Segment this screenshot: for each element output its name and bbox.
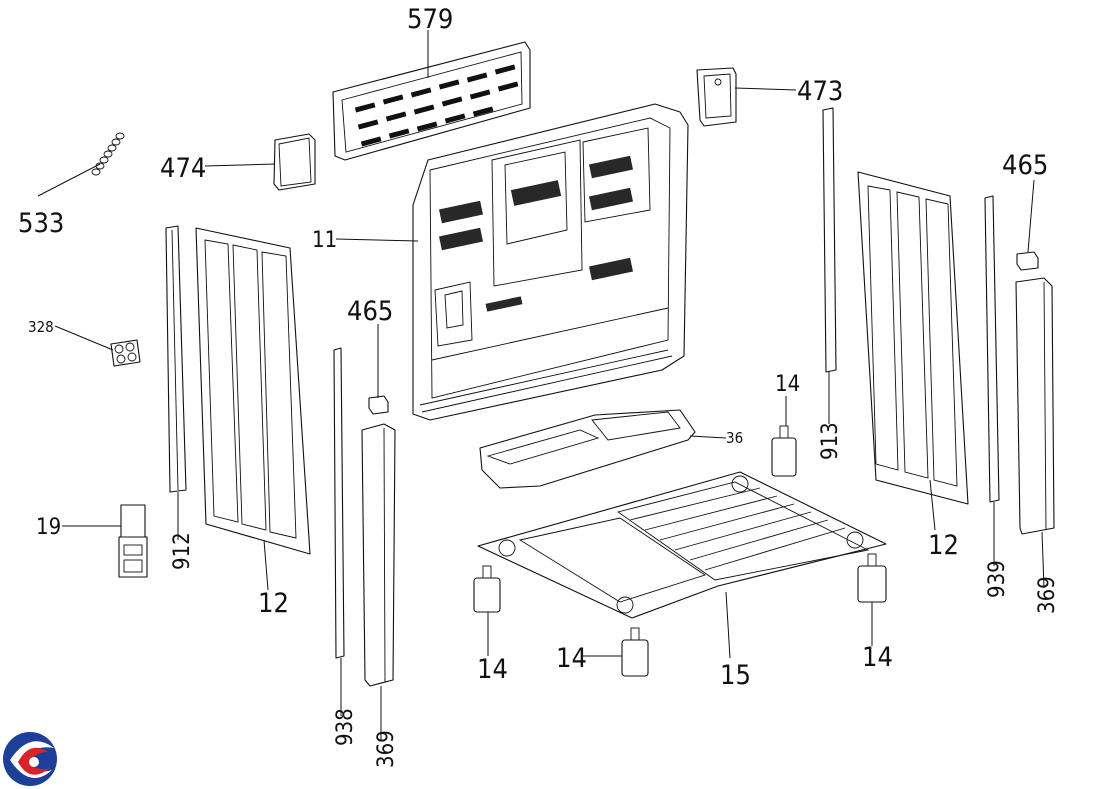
label-533: 533 bbox=[18, 208, 64, 239]
part-938-rail bbox=[333, 347, 345, 659]
part-474-cover-box bbox=[273, 133, 316, 191]
label-369-right: 369 bbox=[1035, 576, 1060, 614]
label-939: 939 bbox=[985, 560, 1010, 598]
part-912-rail bbox=[165, 225, 187, 493]
part-369-profile-mid bbox=[361, 423, 396, 687]
part-328-plate bbox=[110, 339, 141, 367]
label-11: 11 bbox=[312, 228, 337, 253]
part-14-foot-b bbox=[473, 565, 501, 613]
part-36-base-block bbox=[479, 409, 696, 489]
label-12-right: 12 bbox=[928, 530, 959, 561]
part-19-connector bbox=[118, 504, 148, 578]
part-11-back-panel bbox=[412, 103, 689, 421]
label-36: 36 bbox=[726, 429, 743, 447]
label-14-c: 14 bbox=[556, 643, 587, 674]
label-938: 938 bbox=[333, 708, 358, 746]
part-12-side-panel-left bbox=[195, 227, 311, 555]
label-14-b: 14 bbox=[477, 654, 508, 685]
part-14-foot-d bbox=[857, 553, 887, 603]
part-913-rail bbox=[822, 107, 837, 373]
label-465-right: 465 bbox=[1002, 150, 1048, 181]
brand-logo bbox=[3, 732, 57, 786]
part-12-side-panel-right bbox=[857, 171, 969, 505]
leader-lines bbox=[37, 30, 1045, 740]
part-369-profile-right bbox=[1015, 277, 1055, 535]
label-14-d: 14 bbox=[862, 642, 893, 673]
label-14-a: 14 bbox=[775, 372, 800, 397]
label-473: 473 bbox=[797, 76, 843, 107]
part-533-spring bbox=[91, 132, 125, 176]
part-473-bracket bbox=[696, 67, 737, 127]
label-579: 579 bbox=[407, 4, 453, 35]
callout-labels: 579 473 474 533 465 11 328 465 14 36 913… bbox=[18, 4, 1060, 768]
label-15: 15 bbox=[720, 660, 751, 691]
part-14-foot-a bbox=[771, 425, 797, 477]
label-19: 19 bbox=[36, 515, 61, 540]
label-474: 474 bbox=[160, 153, 206, 184]
label-328: 328 bbox=[28, 318, 54, 336]
part-579-vent-cover bbox=[332, 41, 531, 161]
part-14-foot-c bbox=[621, 627, 649, 677]
part-465-clip-mid bbox=[368, 395, 389, 415]
label-465-mid: 465 bbox=[347, 296, 393, 327]
label-369-mid: 369 bbox=[374, 730, 399, 768]
part-939-rail bbox=[984, 195, 1000, 503]
label-913: 913 bbox=[818, 422, 843, 460]
label-12-left: 12 bbox=[258, 588, 289, 619]
part-465-clip-right bbox=[1016, 251, 1039, 271]
part-15-base-tray bbox=[477, 471, 887, 619]
label-912: 912 bbox=[170, 532, 195, 570]
